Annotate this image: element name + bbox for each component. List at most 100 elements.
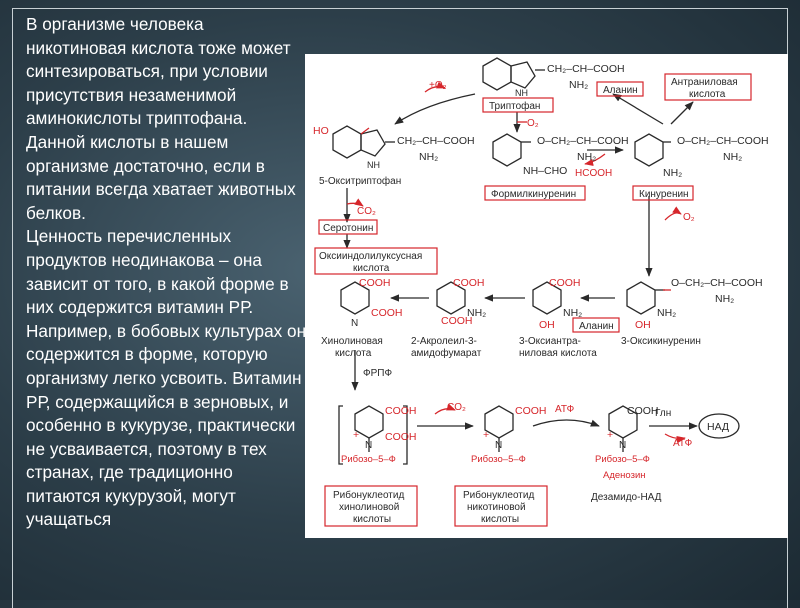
3hk-nh2: NH₂ [715, 293, 734, 305]
chem-o2-formyl: O₂ [527, 118, 539, 129]
3hk-nh2b: NH₂ [657, 307, 676, 319]
label-anthranilic-1: Антраниловая [671, 77, 738, 88]
label-alanine2: Аланин [579, 321, 614, 332]
ribonucleotide-nic-ring [484, 405, 514, 439]
arrow-kyn-to-anthranilic [670, 101, 694, 125]
arrow-nic-rn-to-desamido [532, 419, 600, 427]
nad-ellipse [698, 413, 740, 439]
paragraph-synthesis: В организме человека никотиновая кислота… [26, 14, 296, 223]
5htp-chain: CH₂–CH–COOH [397, 135, 475, 147]
kyn-nh2b: NH₂ [663, 167, 682, 179]
label-atp1: АТФ [555, 404, 575, 415]
rn-quin-ribose: Рибозо–5–Ф [341, 454, 396, 465]
pathway-svg: CH₂–CH–COOH NH₂ NH Триптофан Аланин Антр… [313, 57, 769, 527]
rn-nic-plus: + [483, 429, 489, 441]
label-tryptophan: Триптофан [489, 100, 540, 112]
hydroxytryptophan-ring [332, 125, 362, 159]
text-block: В организме человека никотиновая кислота… [26, 13, 308, 600]
label-quinolinic-1: Хинолиновая [321, 336, 383, 347]
label-oxyindole-1: Оксииндолилуксусная [319, 251, 422, 262]
rn-nic-n: N [495, 440, 502, 451]
label-formylkynurenine: Формилкинуренин [491, 189, 576, 200]
label-atp2: АТФ [673, 438, 693, 449]
formyl-nh2: NH₂ [577, 151, 596, 163]
label-anthranilic-2: кислота [689, 89, 726, 100]
chem-co2-serotonin: CO₂ [357, 206, 376, 217]
tryptophan-pyrrole [510, 61, 536, 89]
rn-quin-n: N [365, 440, 372, 451]
rn-nic-ribose: Рибозо–5–Ф [471, 454, 526, 465]
quin-cooh2: COOH [371, 307, 403, 319]
label-desamido-nad: Дезамидо-НАД [591, 492, 662, 503]
box-ribonucleotide-nic [454, 485, 548, 527]
acroleyl-nh2: NH₂ [467, 307, 486, 319]
box-oxyindoleacetic [314, 247, 438, 275]
desamido-nad-ring [608, 405, 638, 439]
box-anthranilic [664, 73, 752, 101]
label-frpf: ФРПФ [363, 368, 392, 379]
label-rn-quin-2: хинолиновой [339, 502, 399, 513]
box-tryptophan [482, 97, 554, 113]
3haa-nh2: NH₂ [563, 307, 582, 319]
label-alanine1: Аланин [603, 85, 638, 96]
hydroxykynurenine-ring [626, 281, 656, 315]
tryptophan-nh2: NH₂ [569, 79, 588, 91]
arrow-trp-to-5htp [394, 93, 476, 125]
box-alanine2 [572, 317, 620, 333]
tryptophan-nh: NH [515, 88, 528, 98]
label-rn-nic-2: никотиновой [467, 502, 526, 513]
desamido-ribose: Рибозо–5–Ф [595, 454, 650, 465]
label-rn-quin-1: Рибонуклеотид [333, 489, 404, 501]
rn-quin-cooh1: COOH [385, 405, 417, 417]
box-serotonin [318, 219, 378, 235]
chem-hcooh: HCOOH [575, 168, 612, 179]
desamido-cooh: COOH [627, 405, 659, 417]
label-adenosine: Аденозин [603, 470, 646, 481]
ribonucleotide-quin-ring [354, 405, 384, 439]
3haa-cooh: COOH [549, 277, 581, 289]
label-nad: НАД [707, 421, 729, 433]
box-formylkynurenine [484, 185, 586, 201]
label-rn-nic-1: Рибонуклеотид [463, 489, 534, 501]
hydroxytryptophan-pyrrole [360, 129, 386, 157]
biosynthesis-diagram: CH₂–CH–COOH NH₂ NH Триптофан Аланин Антр… [305, 54, 788, 538]
label-rn-quin-3: кислоты [353, 514, 391, 525]
box-kynurenine [632, 185, 694, 201]
chem-o2-plus: +O₂ [429, 80, 447, 91]
label-acroleyl-2: амидофумарат [411, 347, 482, 359]
formyl-chain: O–CH₂–CH–COOH [537, 135, 629, 147]
acroleyl-cooh1: COOH [453, 277, 485, 289]
kyn-chain: O–CH₂–CH–COOH [677, 135, 769, 147]
desamido-n: N [619, 440, 626, 451]
5htp-nh2: NH₂ [419, 151, 438, 163]
quinolinic-ring [340, 281, 370, 315]
label-acroleyl-1: 2-Акролеил-3- [411, 336, 477, 347]
3hk-chain: O–CH₂–CH–COOH [671, 277, 763, 289]
chem-co2-nic: CO₂ [447, 402, 466, 413]
tryptophan-ring [482, 57, 512, 91]
label-oxyindole-2: кислота [353, 263, 390, 274]
chem-o2-kyn: O₂ [683, 212, 695, 223]
rn-quin-cooh2: COOH [385, 431, 417, 443]
box-ribonucleotide-quin [324, 485, 418, 527]
label-hydroxytryptophan: 5-Окситриптофан [319, 175, 401, 187]
acroleyl-ring [436, 281, 466, 315]
label-serotonin: Серотонин [323, 223, 373, 234]
chem-ho: HO [313, 125, 329, 137]
label-quinolinic-2: кислота [335, 348, 372, 359]
label-3haa-1: 3-Оксиантра- [519, 336, 581, 347]
label-gln: Глн [655, 408, 671, 419]
arrow-kyn-to-alanine [612, 93, 664, 125]
label-kynurenine: Кинуренин [639, 189, 689, 200]
label-hydroxykynurenine: 3-Оксикинуренин [621, 336, 701, 347]
desamido-plus: + [607, 429, 613, 441]
label-rn-nic-3: кислоты [481, 514, 519, 525]
box-alanine1 [596, 81, 644, 97]
formyl-nhcho: NH–CHO [523, 165, 567, 177]
label-3haa-2: ниловая кислота [519, 348, 597, 359]
3haa-oh: OH [539, 319, 555, 331]
quin-cooh1: COOH [359, 277, 391, 289]
rn-nic-cooh: COOH [515, 405, 547, 417]
rn-quin-plus: + [353, 429, 359, 441]
quin-n: N [351, 318, 358, 329]
